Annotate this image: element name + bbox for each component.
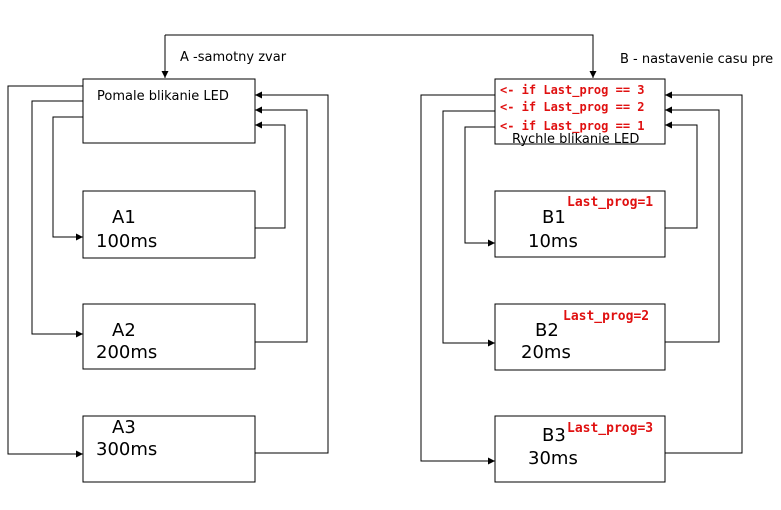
state-b2-name: B2 <box>535 320 559 341</box>
state-b2: Last_prog=2 B2 20ms <box>494 303 666 371</box>
state-a2-name: A2 <box>112 320 136 341</box>
top-link-wire <box>165 34 597 78</box>
state-b1-name: B1 <box>542 207 566 228</box>
state-a2: A2 200ms <box>82 303 256 370</box>
wire-a1-to-main <box>255 121 286 229</box>
wire-b2-to-main <box>665 106 720 343</box>
state-a1: A1 100ms <box>82 190 256 259</box>
state-rychle-label: Rychle blikanie LED <box>512 132 639 147</box>
state-a1-name: A1 <box>112 207 136 228</box>
wire-b1-to-main <box>665 121 698 229</box>
state-b3-name: B3 <box>542 425 566 446</box>
state-a3-name: A3 <box>112 417 136 438</box>
condition-last-prog-3: <- if Last_prog == 3 <box>500 83 645 98</box>
state-b1-time: 10ms <box>528 231 578 252</box>
state-a3: A3 300ms <box>82 415 256 483</box>
state-b1: Last_prog=1 B1 10ms <box>494 190 666 258</box>
wire-main-to-b3 <box>420 94 495 465</box>
state-b2-tag: Last_prog=2 <box>563 309 649 324</box>
wire-main-to-a2 <box>31 100 83 338</box>
state-pomale-label: Pomale blikanie LED <box>97 89 229 104</box>
state-b3-tag: Last_prog=3 <box>567 421 653 436</box>
state-a2-time: 200ms <box>96 342 157 363</box>
label-b-nastavenie: B - nastavenie casu pre <box>620 52 773 67</box>
wire-a3-to-main <box>255 91 329 454</box>
state-rychle-blikanie: Rychle blikanie LED <- if Last_prog == 3… <box>494 78 666 147</box>
wire-main-to-a3 <box>7 85 83 458</box>
state-pomale-blikanie: Pomale blikanie LED <box>82 78 256 144</box>
state-b2-time: 20ms <box>521 342 571 363</box>
label-a-samotny-zvar: A -samotny zvar <box>180 50 287 65</box>
state-b3: Last_prog=3 B3 30ms <box>494 415 666 483</box>
state-a3-time: 300ms <box>96 439 157 460</box>
state-b1-tag: Last_prog=1 <box>567 195 653 210</box>
wire-main-to-b1 <box>464 126 495 247</box>
state-a1-time: 100ms <box>96 231 157 252</box>
wire-main-to-b2 <box>442 110 495 347</box>
condition-last-prog-2: <- if Last_prog == 2 <box>500 100 645 115</box>
wire-b3-to-main <box>665 91 743 454</box>
wire-main-to-a1 <box>52 116 83 241</box>
wire-a2-to-main <box>255 106 308 343</box>
state-b3-time: 30ms <box>528 448 578 469</box>
condition-last-prog-1: <- if Last_prog == 1 <box>500 119 645 134</box>
